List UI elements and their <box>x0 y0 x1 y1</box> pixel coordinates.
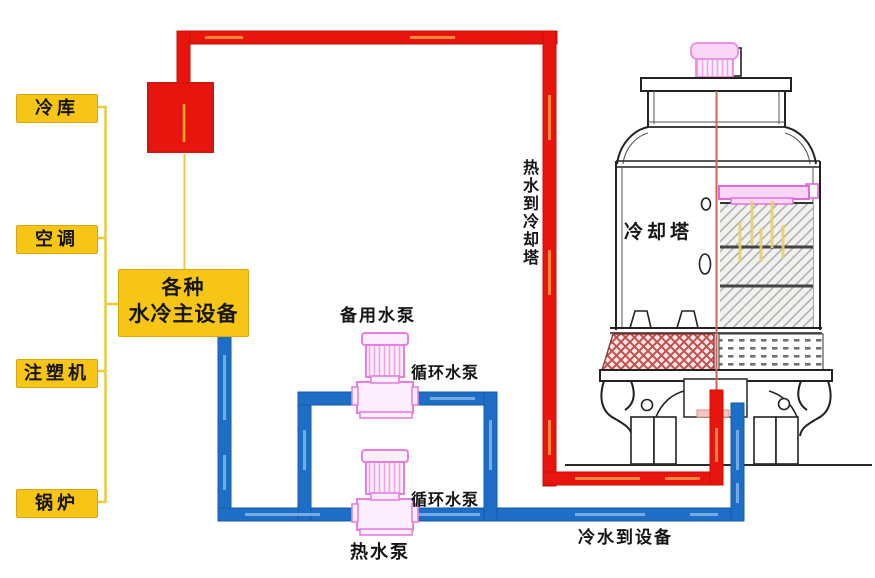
label-air-conditioner: 空调 <box>16 225 98 254</box>
backup-pump-icon <box>351 332 419 419</box>
hot-water-pump-icon <box>351 449 419 536</box>
heat-exchanger-block <box>147 82 214 153</box>
cold-water-pipe <box>217 334 745 522</box>
hot-water-pipe <box>176 30 724 487</box>
main-equipment-line2: 水冷主设备 <box>128 303 239 326</box>
tower-legs <box>600 380 832 465</box>
label-injection-molder: 注塑机 <box>16 359 98 388</box>
label-hot-water-pump: 热水泵 <box>350 542 410 562</box>
label-circulation-pump-2: 循环水泵 <box>411 492 480 509</box>
label-boiler: 锅炉 <box>16 489 98 518</box>
cooling-tower <box>599 42 833 465</box>
main-equipment-line1: 各种 <box>161 277 206 299</box>
water-streams <box>738 201 785 262</box>
tower-port-upper <box>700 197 712 211</box>
tower-basin-mesh <box>601 333 715 371</box>
water-distributor <box>718 183 819 205</box>
label-circulation-pump-1: 循环水泵 <box>411 365 480 382</box>
label-backup-pump: 备用水泵 <box>340 306 416 325</box>
label-hot-water-flow: 热水到冷却塔 <box>520 159 537 267</box>
motor-icon <box>690 42 742 78</box>
connector-lines <box>96 105 186 504</box>
tower-port-lower <box>698 253 712 275</box>
label-cold-water-flow: 冷水到设备 <box>578 528 673 547</box>
label-cold-storage: 冷库 <box>16 94 98 123</box>
tower-basin-panel <box>718 333 824 371</box>
tower-fill-hatch <box>720 202 813 328</box>
label-main-equipment: 各种 水冷主设备 <box>118 269 249 337</box>
label-cooling-tower: 冷却塔 <box>624 222 694 243</box>
